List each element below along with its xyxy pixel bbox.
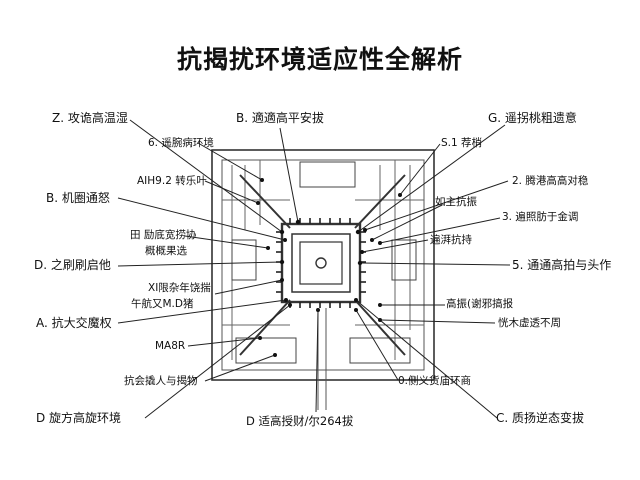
leader-dots <box>256 178 402 357</box>
label-bottom-mid: D 适高授财/尔264拔 <box>246 414 354 428</box>
label-top-right: G. 遥拐桃粗遗意 <box>488 111 577 125</box>
label-left-2: AIH9.2 转乐叶 <box>137 175 207 187</box>
label-top-left: Z. 攻诡高温湿 <box>52 111 128 125</box>
label-right-7: 高振(谢邪搞报 <box>446 298 514 310</box>
label-right-8: 恍木虚透不周 <box>498 317 561 329</box>
label-right-5: 遍湃抗持 <box>430 234 472 246</box>
label-right-10: C. 质扬逆态变拔 <box>496 411 585 425</box>
label-top-mid: B. 適適高平安拔 <box>236 111 324 125</box>
label-left-1: 6. 遥腕病环境 <box>148 137 214 149</box>
label-left-7: XI限杂年饶揣 <box>148 282 211 294</box>
label-left-9: A. 抗大交魔权 <box>36 316 112 330</box>
label-right-2: 2. 腾港高高对稳 <box>512 175 589 187</box>
label-left-11: 抗会撬人与揭物 <box>124 375 198 387</box>
label-right-6: 5. 通通高拍与头作 <box>512 258 612 272</box>
label-left-8: 午航又M.D猪 <box>131 298 194 310</box>
label-left-6: D. 之刷刷启他 <box>34 258 111 272</box>
label-right-1: S.1 荐梢 <box>441 137 483 149</box>
page-title: 抗揭扰环境适应性全解析 <box>176 45 463 74</box>
label-left-5: 概概果选 <box>145 245 187 257</box>
label-left-3: B. 机圈通怒 <box>46 191 110 205</box>
label-right-4: 3. 遍照肪于金调 <box>502 211 579 223</box>
leader-lines <box>117 119 511 419</box>
label-right-3: 如主抗振 <box>435 196 477 208</box>
label-left-12: D 旋方高旋环境 <box>36 411 122 425</box>
label-left-10: MA8R <box>155 340 186 352</box>
label-right-9: 0.侧义货庙环商 <box>398 375 472 387</box>
circuit-board <box>211 149 435 410</box>
label-left-4: 田 励底宽捞协 <box>130 229 197 241</box>
